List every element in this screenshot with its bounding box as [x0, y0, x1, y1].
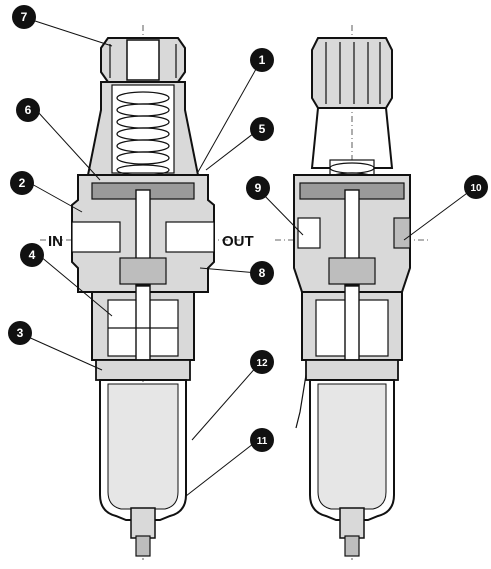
callout-11: 11 — [250, 428, 274, 452]
right-unit-section — [275, 25, 430, 560]
inlet-label: IN — [48, 233, 63, 250]
svg-text:2: 2 — [19, 176, 26, 190]
svg-text:8: 8 — [259, 266, 266, 280]
callout-8: 8 — [250, 261, 274, 285]
callout-10: 10 — [464, 175, 488, 199]
svg-text:3: 3 — [17, 326, 24, 340]
svg-text:10: 10 — [470, 183, 482, 194]
svg-text:1: 1 — [259, 53, 266, 67]
regulator-spring — [116, 91, 170, 176]
svg-text:9: 9 — [255, 181, 262, 195]
outlet-label: OUT — [222, 233, 254, 250]
callout-1: 1 — [250, 48, 274, 72]
svg-text:12: 12 — [256, 358, 268, 369]
callout-4: 4 — [20, 243, 44, 267]
callout-6: 6 — [16, 98, 40, 122]
callout-3: 3 — [8, 321, 32, 345]
leader-lines — [25, 19, 475, 497]
svg-text:4: 4 — [29, 248, 36, 262]
callout-12: 12 — [250, 350, 274, 374]
callout-7: 7 — [12, 5, 36, 29]
svg-text:5: 5 — [259, 122, 266, 136]
svg-text:6: 6 — [25, 103, 32, 117]
callout-9: 9 — [246, 176, 270, 200]
svg-text:11: 11 — [257, 436, 268, 447]
callout-5: 5 — [250, 117, 274, 141]
callout-2: 2 — [10, 171, 34, 195]
svg-text:7: 7 — [21, 10, 28, 24]
left-unit-section — [40, 25, 240, 560]
